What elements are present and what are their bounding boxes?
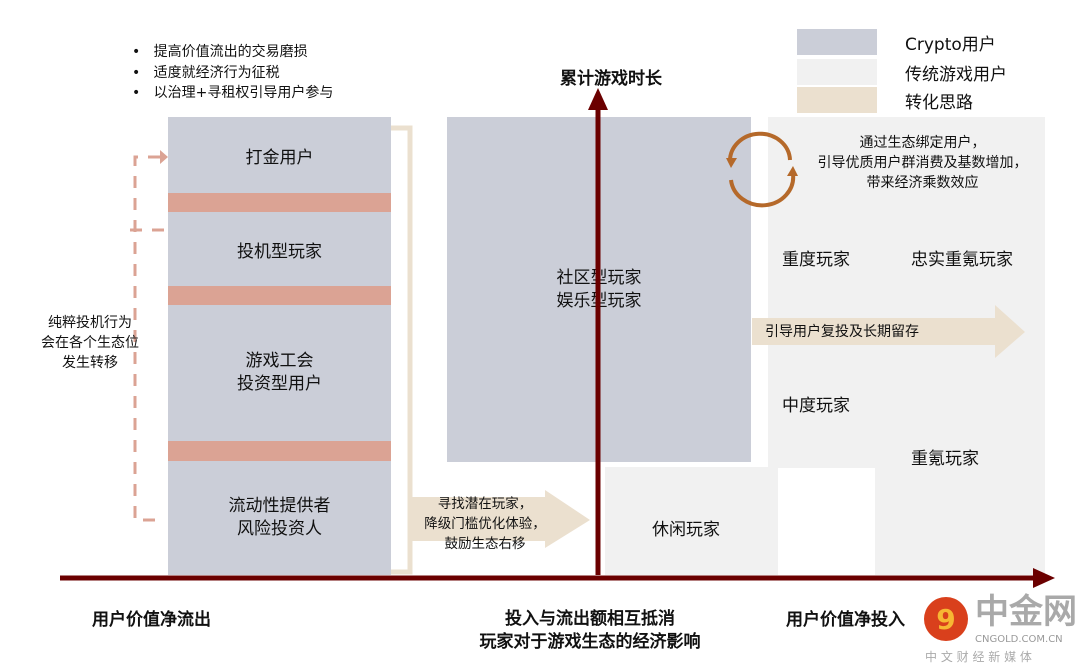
player-heavy: 重度玩家 bbox=[782, 250, 850, 270]
y-axis-title: 累计游戏时长 bbox=[560, 69, 662, 89]
cycle-text: 通过生态绑定用户， 引导优质用户群消费及基数增加， 带来经济乘数效应 bbox=[817, 135, 1028, 191]
x-label-center: 投入与流出额相互抵消 玩家对于游戏生态的经济影响 bbox=[479, 609, 701, 652]
left-conversion-arrow bbox=[410, 490, 590, 548]
arrow-left-text: 寻找潜在玩家， 降级门槛优化体验， 鼓励生态右移 bbox=[424, 496, 546, 552]
band bbox=[168, 441, 391, 461]
casual-region bbox=[605, 467, 780, 575]
legend-swatch-conversion bbox=[797, 87, 877, 113]
cycle-arrow-head bbox=[726, 158, 737, 168]
player-casual: 休闲玩家 bbox=[652, 520, 720, 540]
left-note: 纯粹投机行为 会在各个生态位 发生转移 bbox=[41, 315, 139, 371]
y-axis-arrow-head bbox=[588, 88, 608, 110]
stack-item: 打金用户 bbox=[245, 147, 314, 168]
legend-swatch-traditional bbox=[797, 59, 877, 85]
bracket-line bbox=[391, 125, 413, 575]
note: • 适度就经济行为征税 bbox=[132, 64, 280, 81]
x-axis-arrow-head bbox=[1033, 568, 1055, 588]
arrow-right-text: 引导用户复投及长期留存 bbox=[765, 324, 919, 340]
watermark-tagline: 中 文 财 经 新 媒 体 bbox=[925, 650, 1032, 664]
watermark-url: CNGOLD.COM.CN bbox=[975, 634, 1063, 645]
stack-item: 流动性提供者 风险投资人 bbox=[228, 496, 331, 539]
bullet-notes: • 提高价值流出的交易磨损 • 适度就经济行为征税 • 以治理+寻租权引导用户参… bbox=[132, 42, 333, 104]
cycle-icon bbox=[727, 131, 796, 208]
band bbox=[168, 286, 391, 305]
stack-item: 投机型玩家 bbox=[237, 241, 322, 262]
player-medium: 中度玩家 bbox=[782, 396, 850, 416]
legend-label: Crypto用户 bbox=[905, 34, 996, 55]
band bbox=[168, 193, 391, 212]
watermark-logo-icon: 9 bbox=[924, 597, 968, 641]
player-whale: 重氪玩家 bbox=[911, 449, 979, 469]
note: • 以治理+寻租权引导用户参与 bbox=[132, 85, 334, 101]
watermark-name: 中金网 bbox=[975, 592, 1077, 632]
note-text: 提高价值流出的交易磨损 bbox=[153, 44, 308, 60]
cycle-arrow-head bbox=[787, 166, 798, 176]
note: • 提高价值流出的交易磨损 bbox=[132, 44, 308, 60]
player-loyal: 忠实重氪玩家 bbox=[911, 250, 1013, 270]
x-label-right: 用户价值净投入 bbox=[786, 610, 905, 630]
legend-label: 转化思路 bbox=[905, 92, 973, 113]
note-text: 适度就经济行为征税 bbox=[153, 64, 280, 81]
right-conversion-arrow bbox=[752, 305, 1025, 358]
dashed-transfer-line bbox=[130, 155, 168, 522]
legend-label: 传统游戏用户 bbox=[905, 64, 1007, 85]
dashed-arrow-head bbox=[160, 150, 168, 164]
gap bbox=[778, 468, 875, 575]
x-label-left: 用户价值净流出 bbox=[92, 610, 211, 630]
note-text: 以治理+寻租权引导用户参与 bbox=[153, 85, 334, 101]
stack-item: 游戏工会 投资型用户 bbox=[237, 351, 322, 394]
legend-swatch-crypto bbox=[797, 29, 877, 55]
legend: Crypto用户 传统游戏用户 转化思路 bbox=[797, 28, 1007, 114]
